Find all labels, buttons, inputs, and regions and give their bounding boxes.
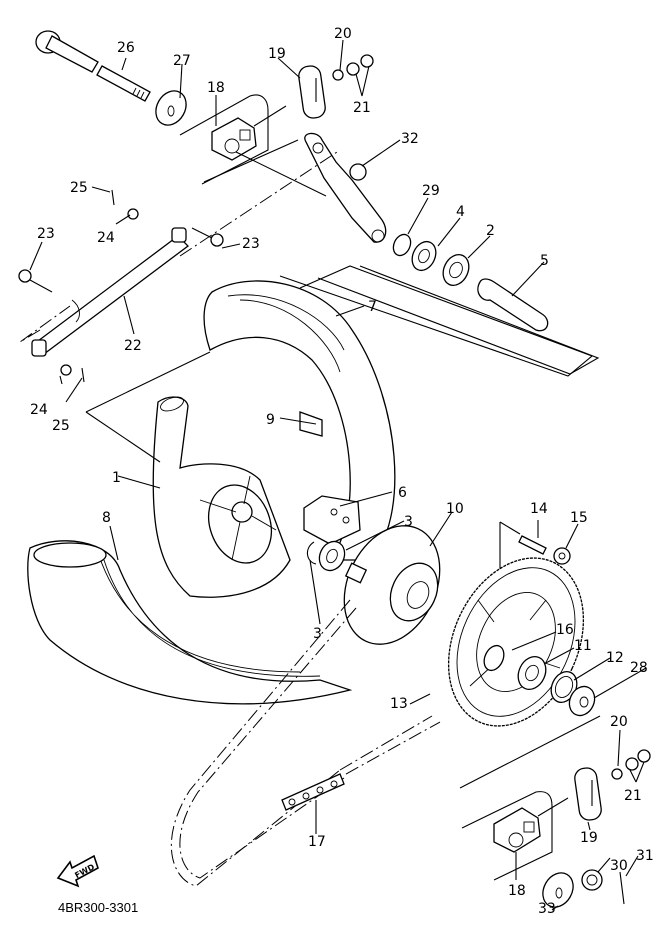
washer-nuts-bottom[interactable]	[611, 749, 651, 780]
nut-top[interactable]	[127, 208, 139, 220]
callout-21-top: 21	[353, 100, 371, 116]
callout-8: 8	[102, 510, 111, 526]
callout-7: 7	[368, 299, 377, 315]
callout-29: 29	[422, 183, 440, 199]
washer-bottom-part[interactable]	[537, 867, 579, 912]
callout-5: 5	[540, 253, 549, 269]
adjuster-plate-top[interactable]	[297, 65, 326, 120]
tension-bar-part[interactable]	[31, 227, 189, 357]
callout-2: 2	[486, 223, 495, 239]
callout-13: 13	[390, 696, 408, 712]
callout-20-bottom: 20	[610, 714, 628, 730]
fwd-arrow-icon: FWD	[56, 854, 99, 888]
callout-30: 30	[610, 858, 628, 874]
callout-25-top: 25	[70, 180, 88, 196]
callout-16: 16	[556, 622, 574, 638]
cast-wheel-part[interactable]	[152, 394, 323, 598]
callout-11: 11	[574, 638, 592, 654]
collar-seal-bearing-stack[interactable]	[390, 232, 474, 290]
callout-10: 10	[446, 501, 464, 517]
hub-collar-outer-part[interactable]	[565, 682, 599, 719]
circlip-part[interactable]	[306, 541, 317, 565]
callout-15: 15	[570, 510, 588, 526]
callout-21-bottom: 21	[624, 788, 642, 804]
stud-bolt-part[interactable]	[518, 535, 547, 555]
callout-23-left: 23	[37, 226, 55, 242]
callout-19-bottom: 19	[580, 830, 598, 846]
cotter-pin-bottom[interactable]	[81, 367, 85, 383]
washer-part[interactable]	[150, 85, 192, 130]
callout-31: 31	[636, 848, 654, 864]
bolt-right[interactable]	[191, 227, 224, 247]
callout-14: 14	[530, 501, 548, 517]
callout-24-bottom: 24	[30, 402, 48, 418]
callout-25-bottom: 25	[52, 418, 70, 434]
leader-lines	[29, 39, 647, 911]
callout-23-right: 23	[242, 236, 260, 252]
callout-3-top: 3	[404, 514, 413, 530]
callout-labels: 26 27 18 19 20 21 32 29 4 2 5 25 24 23 2…	[30, 26, 654, 917]
callout-28: 28	[630, 660, 648, 676]
callout-3-bottom: 3	[313, 626, 322, 642]
callout-9: 9	[266, 412, 275, 428]
caliper-bracket-part[interactable]	[304, 132, 387, 243]
clutch-hub-part[interactable]	[326, 510, 458, 660]
callout-17: 17	[308, 834, 326, 850]
sprocket-nut-part[interactable]	[553, 547, 571, 565]
adjuster-plate-bottom[interactable]	[573, 767, 602, 822]
hub-seal-part[interactable]	[546, 667, 581, 706]
cotter-pin-bottom-right[interactable]	[619, 871, 625, 905]
callout-24-top: 24	[97, 230, 115, 246]
callout-18-bottom: 18	[508, 883, 526, 899]
sprocket-part[interactable]	[423, 536, 610, 748]
tire-part[interactable]	[27, 280, 396, 705]
callout-12: 12	[606, 650, 624, 666]
hub-bearing-part[interactable]	[513, 652, 551, 694]
callout-6: 6	[398, 485, 407, 501]
spacer-part[interactable]	[477, 278, 549, 332]
callout-27: 27	[173, 53, 191, 69]
callout-19-top: 19	[268, 46, 286, 62]
axle-nut-part[interactable]	[581, 869, 603, 891]
callout-1: 1	[112, 470, 121, 486]
callout-22: 22	[124, 338, 142, 354]
diagram-code: 4BR300-3301	[58, 900, 138, 915]
chain-puller-top[interactable]	[211, 105, 287, 161]
hub-collar-part[interactable]	[480, 642, 507, 673]
bolt-left[interactable]	[18, 269, 53, 293]
callout-20-top: 20	[334, 26, 352, 42]
drive-chain-part[interactable]	[170, 599, 441, 887]
callout-4: 4	[456, 204, 465, 220]
bearing-part[interactable]	[315, 537, 349, 574]
callout-33: 33	[538, 901, 556, 917]
callout-18-top: 18	[207, 80, 225, 96]
damper-part[interactable]	[303, 495, 361, 545]
nut-bottom[interactable]	[60, 364, 72, 376]
axle-part[interactable]	[35, 30, 151, 102]
chain-puller-bottom[interactable]	[493, 797, 569, 853]
washer-nuts-top[interactable]	[332, 54, 374, 81]
cotter-pin-top[interactable]	[111, 189, 115, 206]
callout-32: 32	[401, 131, 419, 147]
callout-26: 26	[117, 40, 135, 56]
